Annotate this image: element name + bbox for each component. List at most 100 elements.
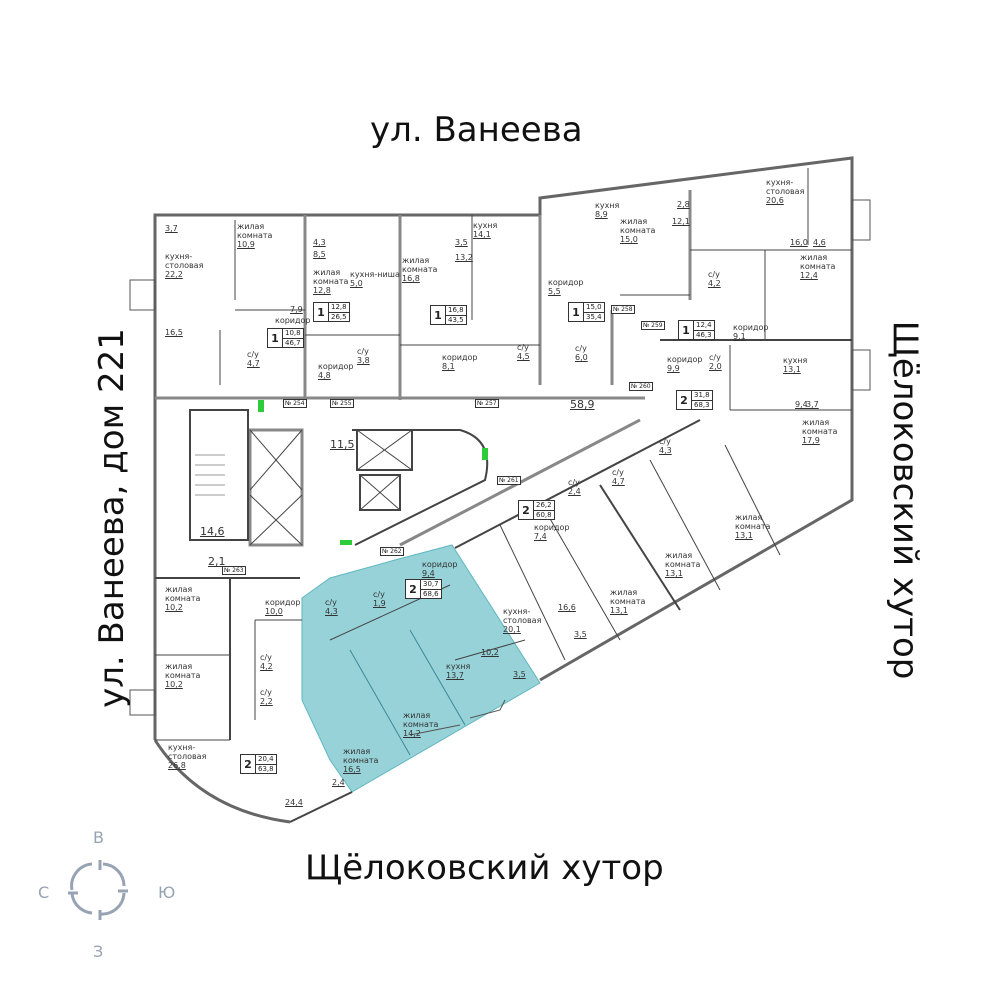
room-area: 2,8	[677, 200, 690, 209]
room-name: коридор	[442, 353, 478, 362]
living-area: 15,0	[584, 303, 604, 313]
room-name: жилая комната	[237, 222, 273, 240]
room-label: 8,5	[313, 250, 326, 259]
room-label: 16,6	[558, 603, 576, 612]
room-area: 14,2	[403, 729, 421, 738]
room-area: 4,7	[612, 477, 625, 486]
room-area: 3,5	[574, 630, 587, 639]
room-area: 5,5	[548, 287, 561, 296]
room-name: кухня	[446, 662, 471, 671]
room-name: жилая комната	[735, 513, 771, 531]
room-count: 1	[679, 321, 694, 339]
room-area: 3,5	[455, 238, 468, 247]
room-area: 10,2	[165, 680, 183, 689]
room-area: 12,1	[672, 217, 690, 226]
street-label-right: Щёлоковский хутор	[885, 320, 925, 680]
room-area: 13,1	[610, 606, 628, 615]
room-area: 9,4	[795, 400, 808, 409]
room-name: жилая комната	[610, 588, 646, 606]
room-area: 2,1	[208, 555, 226, 568]
street-label-top: ул. Ванеева	[370, 110, 583, 150]
room-area: 3,5	[513, 670, 526, 679]
room-name: кухня	[473, 221, 498, 230]
room-name: коридор	[275, 316, 311, 325]
room-label: 2,8	[677, 200, 690, 209]
room-label: 3,5	[455, 238, 468, 247]
room-area: 17,9	[802, 436, 820, 445]
total-area: 68,6	[423, 590, 439, 598]
room-name: коридор	[318, 362, 354, 371]
door-number: № 258	[611, 305, 635, 314]
living-area: 10,8	[283, 329, 303, 339]
room-label: 12,1	[672, 217, 690, 226]
door-number: № 263	[222, 566, 246, 575]
room-area: 22,2	[165, 270, 183, 279]
room-area: 4,7	[247, 359, 260, 368]
door-number: № 255	[330, 399, 354, 408]
street-label-left: ул. Ванеева, дом 221	[92, 328, 132, 708]
room-name: жилая комната	[343, 747, 379, 765]
room-area: 16,8	[402, 274, 420, 283]
living-area: 12,8	[329, 303, 349, 313]
room-name: с/у	[260, 653, 272, 662]
room-area: 16,6	[558, 603, 576, 612]
room-name: жилая комната	[620, 217, 656, 235]
room-area: 16,5	[165, 328, 183, 337]
room-area: 5,0	[350, 279, 363, 288]
room-area: 2,0	[709, 362, 722, 371]
room-area: 16,5	[343, 765, 361, 774]
room-area: 13,1	[735, 531, 753, 540]
total-area: 60,8	[536, 511, 552, 519]
room-area: 9,9	[667, 364, 680, 373]
room-area: 4,6	[813, 238, 826, 247]
highlighted-apartment	[301, 544, 541, 793]
room-count: 1	[268, 329, 283, 347]
total-area: 68,3	[694, 401, 710, 409]
room-name: с/у	[709, 353, 721, 362]
total-area: 35,4	[586, 313, 602, 321]
room-name: жилая комната	[665, 551, 701, 569]
room-name: с/у	[568, 478, 580, 487]
room-area: 14,6	[200, 525, 225, 538]
room-name: жилая комната	[165, 662, 201, 680]
room-count: 2	[406, 580, 421, 598]
room-name: кухня-ниша	[350, 270, 400, 279]
room-name: кухня	[595, 201, 620, 210]
room-name: коридор	[733, 323, 769, 332]
room-name: с/у	[659, 437, 671, 446]
compass-icon	[68, 860, 128, 920]
room-area: 13,1	[665, 569, 683, 578]
room-name: коридор	[265, 598, 301, 607]
room-area: 8,1	[442, 362, 455, 371]
room-name: коридор	[548, 278, 584, 287]
room-area: 4,8	[318, 371, 331, 380]
